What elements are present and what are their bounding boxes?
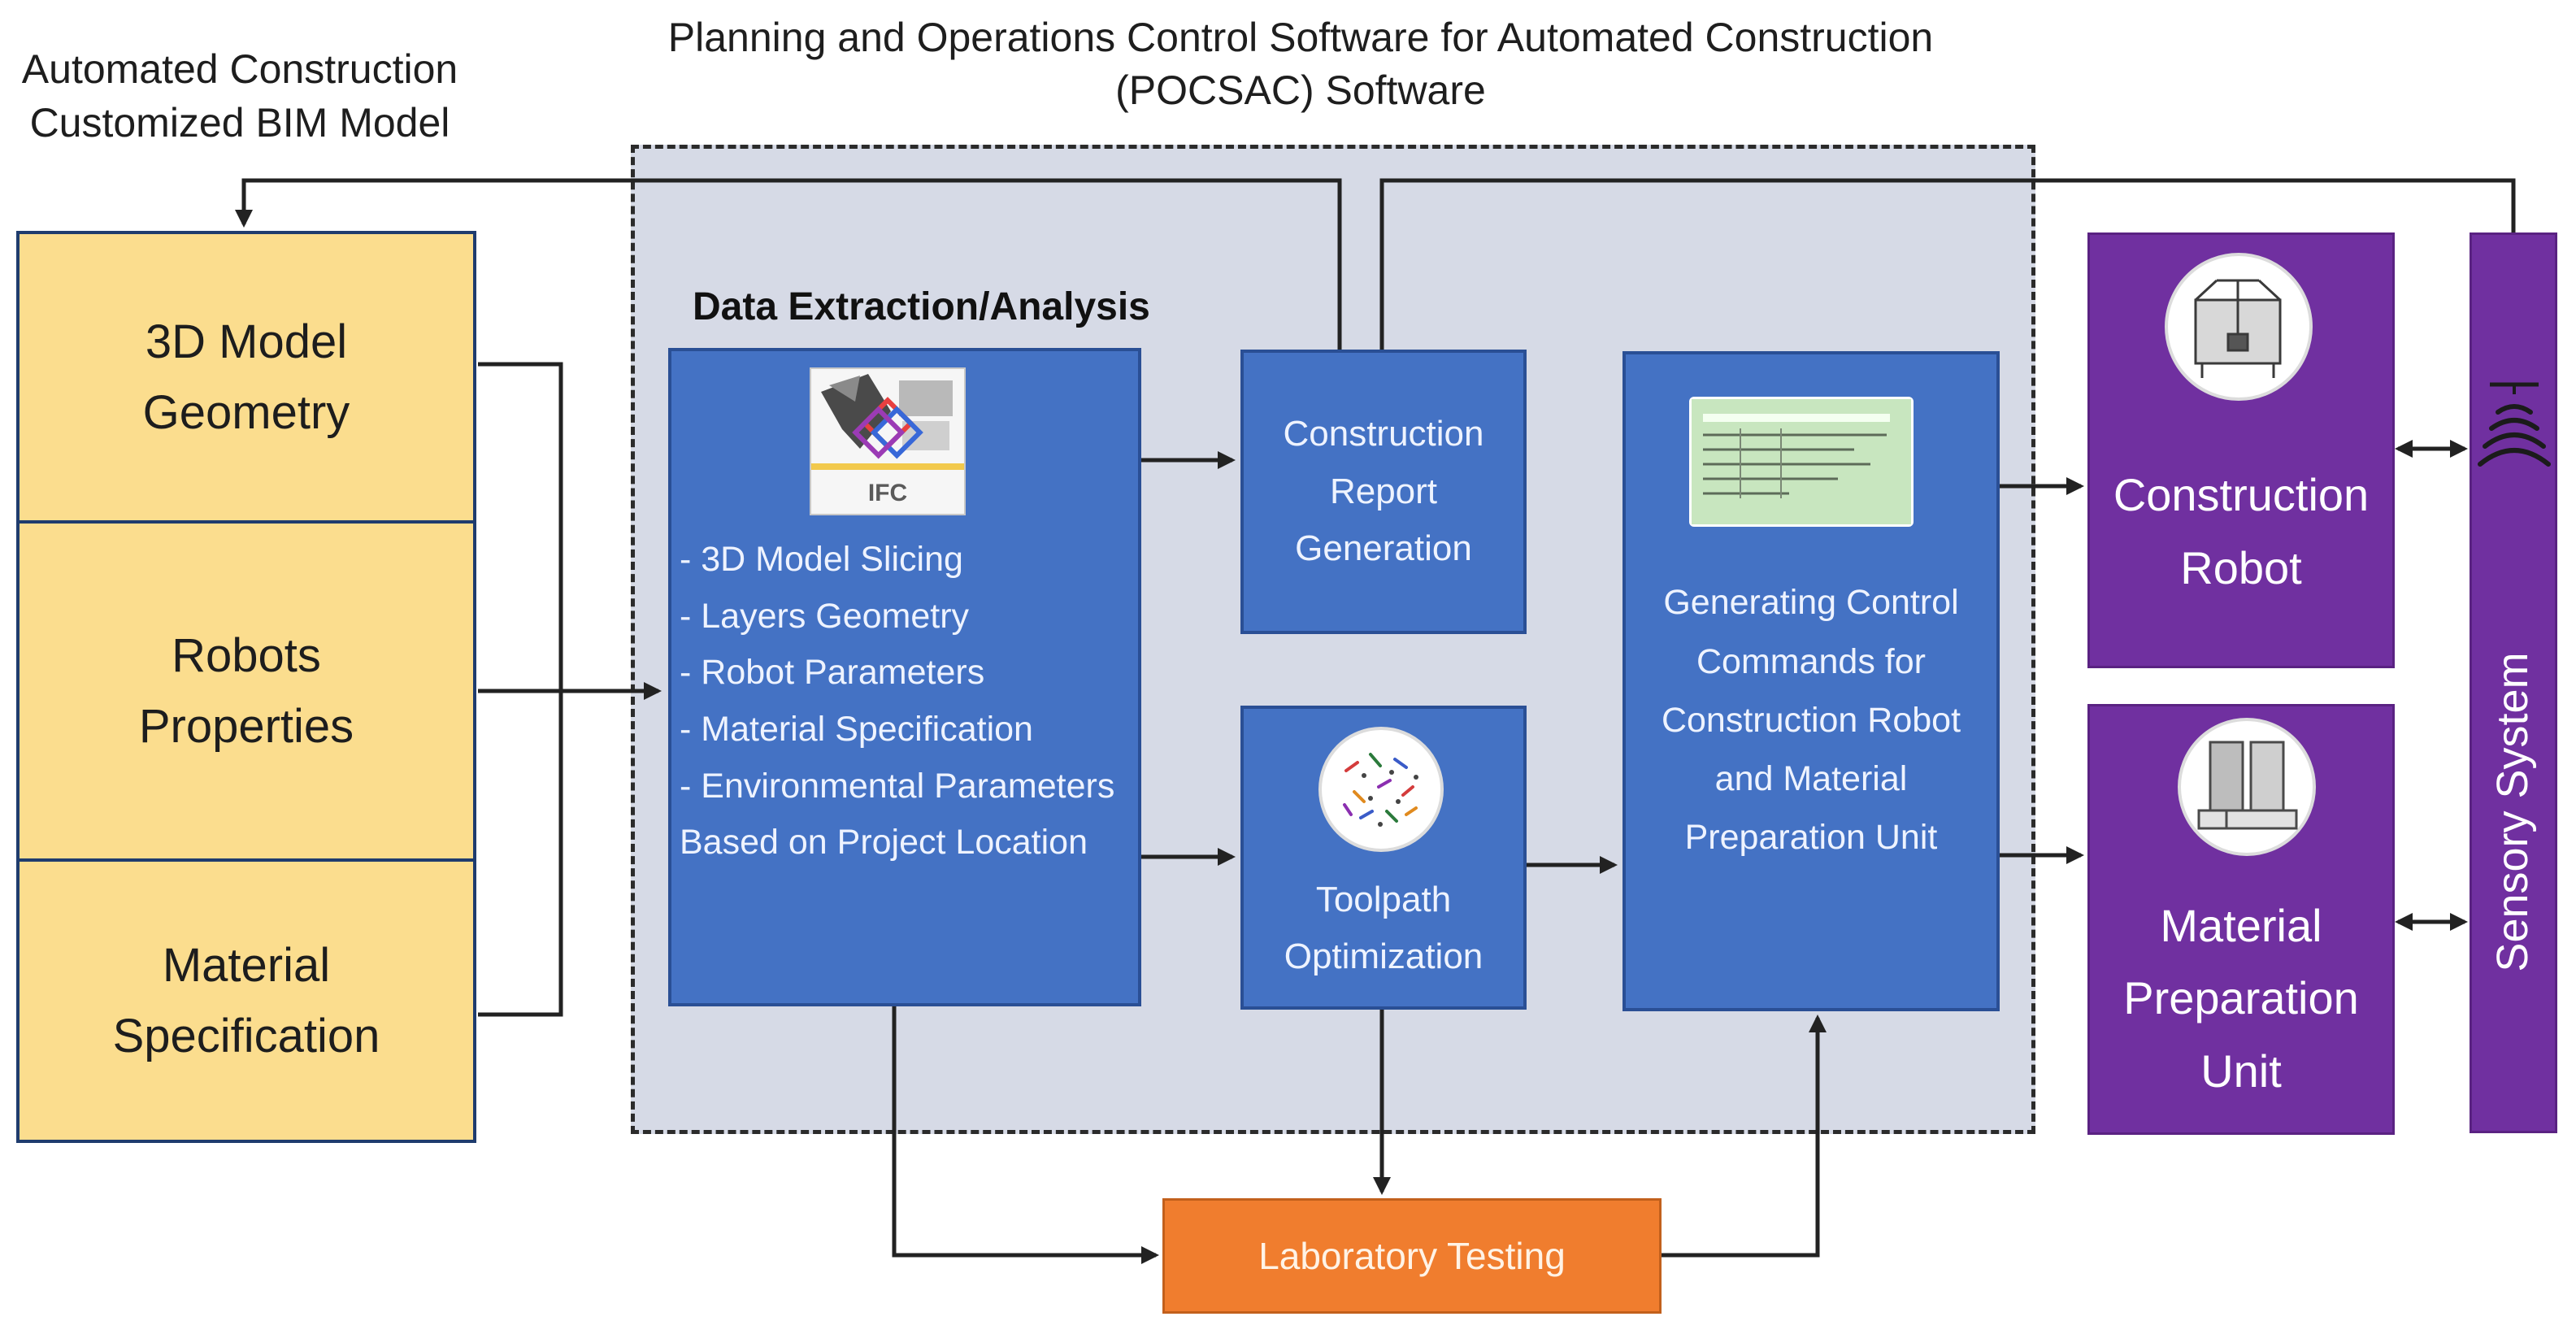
bim-to-extraction-connector	[478, 362, 563, 1017]
material-preparation-unit-text-wrap: Material Preparation Unit	[2090, 866, 2392, 1131]
bim-robots-properties-label: Robots Properties	[138, 629, 354, 753]
bim-material-specification: Material Specification	[16, 858, 476, 1143]
data-extraction-item-2: - Layers Geometry	[680, 596, 970, 636]
data-extraction-list: - 3D Model Slicing - Layers Geometry - R…	[680, 532, 1140, 871]
bim-robots-properties: Robots Properties	[16, 520, 476, 862]
control-commands-text-wrap: Generating Control Commands for Construc…	[1626, 566, 1996, 875]
toolpath-optimization-box: Toolpath Optimization	[1240, 706, 1527, 1010]
bim-model-title: Automated Construction Customized BIM Mo…	[0, 42, 480, 150]
construction-robot-text-wrap: Construction Robot	[2090, 414, 2392, 650]
toolpath-label: Toolpath Optimization	[1284, 880, 1483, 977]
construction-robot-box: Construction Robot	[2087, 232, 2395, 668]
bim-3d-model-geometry: 3D Model Geometry	[16, 231, 476, 524]
construction-robot-icon	[2165, 253, 2313, 401]
ifc-icon-text: IFC	[868, 480, 907, 506]
material-preparation-icon	[2178, 718, 2316, 856]
construction-report-box: Construction Report Generation	[1240, 350, 1527, 634]
laboratory-testing-label: Laboratory Testing	[1258, 1235, 1566, 1277]
pocsac-title: Planning and Operations Control Software…	[569, 11, 2032, 117]
toolpath-icon	[1318, 727, 1444, 852]
data-extraction-item-1: - 3D Model Slicing	[680, 540, 963, 579]
control-commands-box: Generating Control Commands for Construc…	[1622, 351, 2000, 1011]
ifc-icon: IFC	[810, 367, 966, 515]
material-preparation-unit-box: Material Preparation Unit	[2087, 704, 2395, 1135]
bim-material-specification-label: Material Specification	[112, 939, 380, 1062]
control-software-icon	[1689, 397, 1914, 527]
data-extraction-item-4: - Material Specification	[680, 709, 1033, 749]
pocsac-title-line1: Planning and Operations Control Software…	[667, 15, 1934, 60]
bim-model-title-line2: Customized BIM Model	[29, 100, 450, 146]
data-extraction-item-5: - Environmental Parameters	[680, 766, 1115, 806]
bim-3d-model-geometry-label: 3D Model Geometry	[142, 315, 350, 439]
sensory-system-label: Sensory System	[2488, 652, 2537, 972]
sensor-wave-icon	[2475, 380, 2553, 485]
data-extraction-item-3: - Robot Parameters	[680, 653, 985, 693]
sensory-system-box: Sensory System	[2470, 232, 2557, 1133]
pocsac-title-line2: (POCSAC) Software	[1115, 67, 1486, 113]
control-commands-label: Generating Control Commands for Construc…	[1661, 583, 1961, 858]
data-extraction-box: IFC - 3D Model Slicing - Layers Geometry…	[668, 348, 1141, 1006]
construction-report-label: Construction Report Generation	[1283, 414, 1484, 569]
sensory-system-text-wrap: Sensory System	[2472, 560, 2553, 1064]
laboratory-testing-box: Laboratory Testing	[1162, 1198, 1662, 1314]
data-extraction-item-6: Based on Project Location	[680, 823, 1088, 863]
data-extraction-heading: Data Extraction/Analysis	[693, 285, 1150, 328]
bim-model-title-line1: Automated Construction	[21, 46, 458, 92]
material-preparation-unit-label: Material Preparation Unit	[2123, 899, 2359, 1097]
construction-robot-label: Construction Robot	[2113, 469, 2370, 593]
